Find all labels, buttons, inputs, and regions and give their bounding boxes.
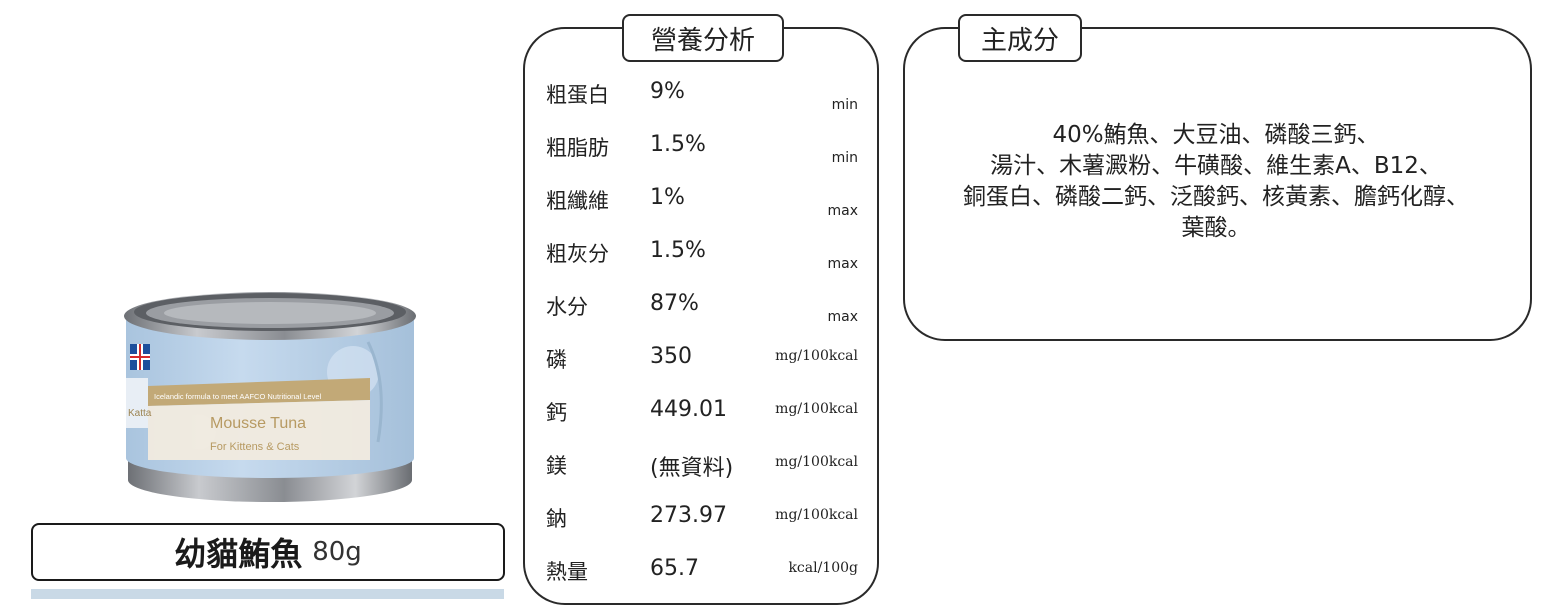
nutrition-value: 1% [650,185,685,210]
nutrition-unit: mg/100kcal [775,401,858,417]
ingredients-title: 主成分 [958,14,1082,62]
nutrition-label: 鎂 [546,454,567,478]
nutrition-row: 粗灰分 1.5% max [546,234,858,274]
nutrition-row: 粗蛋白 9% min [546,75,858,115]
ingredients-panel [903,27,1532,341]
nutrition-value: 273.97 [650,503,727,528]
nutrition-unit: min [831,97,858,113]
can-audience: For Kittens & Cats [210,441,300,453]
ingredients-line: 湯汁、木薯澱粉、牛磺酸、維生素A、B12、 [990,153,1442,179]
nutrition-label: 鈣 [546,401,567,425]
can-brand: Kattа [128,408,152,419]
product-can-image: Icelandic formula to meet AAFCO Nutritio… [118,282,418,512]
nutrition-panel [523,27,879,605]
nutrition-label: 磷 [546,348,567,372]
nutrition-value: 65.7 [650,556,699,581]
nutrition-label: 粗蛋白 [546,83,609,107]
nutrition-unit: mg/100kcal [775,348,858,364]
nutrition-row: 粗纖維 1% max [546,181,858,221]
nutrition-unit: max [827,203,858,219]
nutrition-value: 1.5% [650,132,706,157]
product-weight: 80g [312,537,362,567]
nutrition-label: 熱量 [546,560,588,584]
nutrition-value: 449.01 [650,397,727,422]
nutrition-label: 鈉 [546,507,567,531]
ingredients-line: 銅蛋白、磷酸二鈣、泛酸鈣、核黃素、膽鈣化醇、 [963,184,1469,210]
ingredients-text: 40%鮪魚、大豆油、磷酸三鈣、 湯汁、木薯澱粉、牛磺酸、維生素A、B12、 銅蛋… [920,120,1512,244]
product-name: 幼貓鮪魚 [174,535,303,573]
nutrition-row: 鈉 273.97 mg/100kcal [546,499,858,539]
nutrition-value: 1.5% [650,238,706,263]
nutrition-value: (無資料) [650,456,734,481]
nutrition-label: 粗纖維 [546,189,609,213]
nutrition-row: 鎂 (無資料) mg/100kcal [546,446,858,486]
can-flavor: Mousse Tuna [210,415,306,432]
product-name-underline [31,589,504,599]
ingredients-line: 40%鮪魚、大豆油、磷酸三鈣、 [1052,122,1380,148]
nutrition-row: 熱量 65.7 kcal/100g [546,552,858,592]
nutrition-label: 水分 [546,295,588,319]
nutrition-row: 磷 350 mg/100kcal [546,340,858,380]
nutrition-unit: max [827,309,858,325]
nutrition-unit: max [827,256,858,272]
nutrition-label: 粗灰分 [546,242,609,266]
ingredients-line: 葉酸。 [1181,215,1251,241]
nutrition-row: 水分 87% max [546,287,858,327]
nutrition-row: 粗脂肪 1.5% min [546,128,858,168]
can-tagline: Icelandic formula to meet AAFCO Nutritio… [154,392,321,401]
nutrition-value: 350 [650,344,692,369]
nutrition-unit: mg/100kcal [775,507,858,523]
nutrition-label: 粗脂肪 [546,136,609,160]
nutrition-unit: min [831,150,858,166]
nutrition-row: 鈣 449.01 mg/100kcal [546,393,858,433]
product-name-box: 幼貓鮪魚 80g [31,523,505,581]
nutrition-unit: kcal/100g [788,560,858,576]
nutrition-unit: mg/100kcal [775,454,858,470]
nutrition-title: 營養分析 [622,14,784,62]
nutrition-value: 9% [650,79,685,104]
nutrition-value: 87% [650,291,699,316]
